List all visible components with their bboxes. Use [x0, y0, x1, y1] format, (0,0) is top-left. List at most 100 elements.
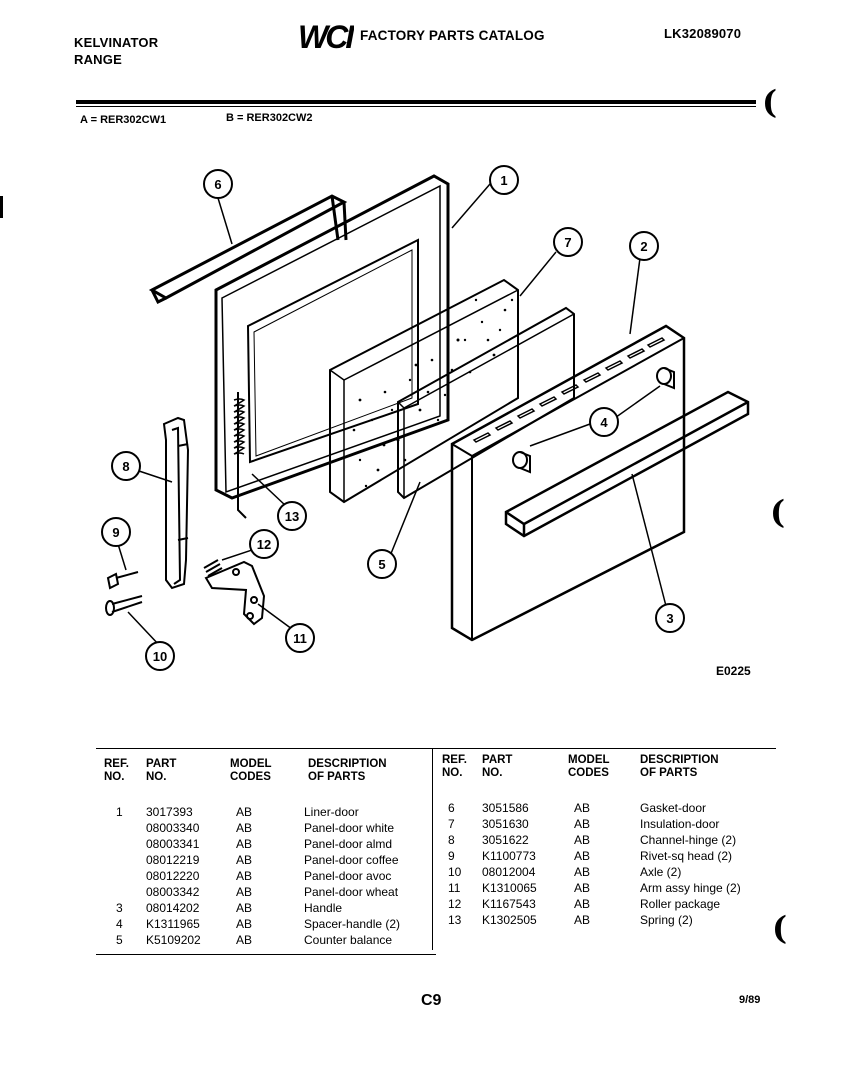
cell-desc: Roller package: [640, 897, 721, 911]
callout-13: 13: [285, 509, 299, 524]
binder-mark-bottom: (: [772, 909, 788, 947]
cell-desc: Gasket-door: [640, 801, 707, 815]
callout-9: 9: [112, 525, 119, 540]
callout-3: 3: [666, 611, 673, 626]
cell-model: AB: [574, 865, 591, 879]
callout-circles: [101, 165, 685, 671]
cell-part: 08012004: [482, 865, 536, 879]
cell-model: AB: [236, 837, 253, 851]
callout-8: 8: [122, 459, 129, 474]
binder-mark-mid: (: [770, 493, 786, 531]
counter-balance-part: [397, 306, 575, 500]
cell-part: K1302505: [482, 913, 537, 927]
cell-part: 08014202: [146, 901, 200, 915]
cell-desc: Panel-door almd: [304, 837, 393, 851]
cell-ref: 8: [448, 833, 455, 847]
cell-desc: Insulation-door: [640, 817, 720, 831]
cell-model: AB: [236, 853, 253, 867]
cell-desc: Panel-door white: [304, 821, 395, 835]
cell-desc: Channel-hinge (2): [640, 833, 737, 847]
wci-logo-text: WCI: [298, 20, 354, 52]
model-a-label: A = RER302CW1: [80, 114, 167, 126]
table-row: 6 3051586 AB Gasket-door: [442, 800, 772, 816]
cell-part: 3051622: [482, 833, 529, 847]
callout-2: 2: [640, 239, 647, 254]
leader-lines: [117, 183, 667, 647]
callout-5: 5: [378, 557, 385, 572]
cell-ref: 9: [448, 849, 455, 863]
catalog-date: 9/89: [739, 994, 761, 1006]
cell-model: AB: [574, 833, 591, 847]
cell-model: AB: [236, 805, 253, 819]
cell-model: AB: [236, 933, 253, 947]
arm-assy-hinge-part: [204, 560, 266, 626]
handle-part: [504, 390, 750, 538]
header-ref-right: REF. NO.: [442, 754, 467, 779]
page-number: C9: [421, 992, 442, 1009]
cell-desc: Spring (2): [640, 913, 693, 927]
cell-desc: Counter balance: [304, 933, 393, 947]
cell-ref: 4: [116, 917, 123, 931]
callout-1: 1: [500, 173, 507, 188]
cell-part: K1167543: [482, 897, 536, 911]
catalog-number: LK32089070: [664, 26, 742, 41]
liner-door-part: [214, 174, 450, 500]
cell-model: AB: [574, 913, 591, 927]
cell-model: AB: [574, 801, 591, 815]
cell-ref: 6: [448, 801, 455, 815]
header-model: MODEL CODES: [230, 758, 272, 783]
cell-desc: Panel-door wheat: [304, 885, 399, 899]
panel-door-part: [450, 324, 686, 642]
cell-model: AB: [574, 897, 591, 911]
cell-ref: 5: [116, 933, 123, 947]
cell-part: 3051630: [482, 817, 529, 831]
cell-model: AB: [236, 901, 253, 915]
header-model-right: MODEL CODES: [568, 754, 610, 779]
cell-desc: Panel-door coffee: [304, 853, 399, 867]
cell-ref: 1: [116, 805, 123, 819]
brand-name: KELVINATOR: [74, 35, 159, 50]
header-part-right: PART NO.: [482, 754, 513, 779]
cell-desc: Liner-door: [304, 805, 359, 819]
cell-part: 3051586: [482, 801, 529, 815]
table-row: 08003340 AB Panel-door white: [104, 820, 434, 836]
channel-hinge-part: [162, 416, 190, 590]
cell-part: K1310065: [482, 881, 537, 895]
cell-ref: 11: [448, 881, 461, 895]
cell-part: 08012219: [146, 853, 200, 867]
cell-model: AB: [236, 821, 253, 835]
cell-model: AB: [236, 917, 253, 931]
cell-desc: Rivet-sq head (2): [640, 849, 733, 863]
callout-11: 11: [293, 631, 307, 646]
insulation-door-part: [329, 278, 519, 504]
cell-part: 08003341: [146, 837, 200, 851]
cell-desc: Panel-door avoc: [304, 869, 392, 883]
header-rule-thin: [76, 106, 756, 107]
cell-model: AB: [574, 881, 591, 895]
header-desc-right: DESCRIPTION OF PARTS: [640, 754, 719, 779]
callout-4: 4: [600, 415, 608, 430]
table-row: 08012220 AB Panel-door avoc: [104, 868, 434, 884]
table-row: 8 3051622 AB Channel-hinge (2): [442, 832, 772, 848]
table-top-rule: [96, 748, 776, 749]
cell-part: 08012220: [146, 869, 200, 883]
cell-model: AB: [236, 869, 253, 883]
cell-part: 08003340: [146, 821, 200, 835]
cell-desc: Arm assy hinge (2): [640, 881, 741, 895]
cell-model: AB: [574, 817, 591, 831]
table-row: 08012219 AB Panel-door coffee: [104, 852, 434, 868]
drawing-code: E0225: [716, 664, 751, 678]
product-type: RANGE: [74, 52, 122, 67]
cell-ref: 3: [116, 901, 123, 915]
roller-package-part: [203, 559, 223, 577]
table-row: 11 K1310065 AB Arm assy hinge (2): [442, 880, 772, 896]
cell-part: K1311965: [146, 917, 200, 931]
